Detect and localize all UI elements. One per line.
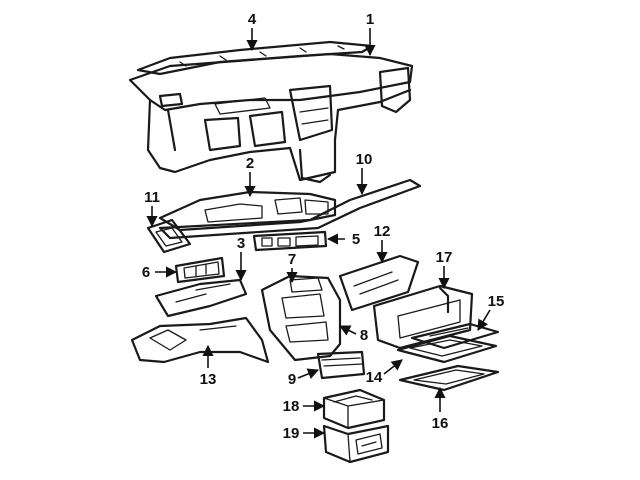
part-12-glove-box-door (338, 254, 420, 312)
part-7-console-bezel (260, 274, 342, 362)
callout-13: 13 (200, 371, 217, 388)
part-18-radio (322, 388, 386, 430)
part-11-end-cap (146, 218, 192, 254)
part-15-trim-panel (410, 322, 500, 350)
part-6-switch (174, 256, 226, 284)
callout-4: 4 (248, 11, 257, 28)
callout-15: 15 (488, 293, 505, 310)
callout-5: 5 (352, 231, 360, 248)
part-9-ash-tray (316, 350, 366, 380)
callout-7: 7 (288, 251, 296, 268)
callout-12: 12 (374, 223, 391, 240)
callout-14: 14 (366, 369, 383, 386)
callout-3: 3 (237, 235, 245, 252)
callout-10: 10 (356, 151, 373, 168)
part-1-instrument-panel (128, 52, 414, 184)
part-14-lower-trim (396, 334, 498, 364)
callout-2: 2 (246, 155, 254, 172)
callout-18: 18 (283, 398, 300, 415)
callout-labels: 4 1 2 10 11 5 3 6 7 12 17 8 9 15 14 13 1… (142, 11, 505, 442)
part-10-trim-molding (158, 178, 422, 240)
leader-lines (146, 28, 491, 439)
callout-11: 11 (144, 189, 160, 206)
callout-16: 16 (432, 415, 449, 432)
part-4-pad-cover (136, 40, 374, 76)
callout-19: 19 (283, 425, 300, 442)
part-16-tray (398, 364, 500, 392)
callout-1: 1 (366, 11, 374, 28)
part-3-lower-cover (154, 278, 248, 318)
callout-8: 8 (360, 327, 368, 344)
part-19-radio-chassis (322, 424, 390, 464)
callout-6: 6 (142, 264, 150, 281)
callout-9: 9 (288, 371, 296, 388)
part-5-switch-bezel (252, 230, 328, 252)
part-13-knee-bolster (130, 316, 270, 364)
callout-17: 17 (436, 249, 453, 266)
